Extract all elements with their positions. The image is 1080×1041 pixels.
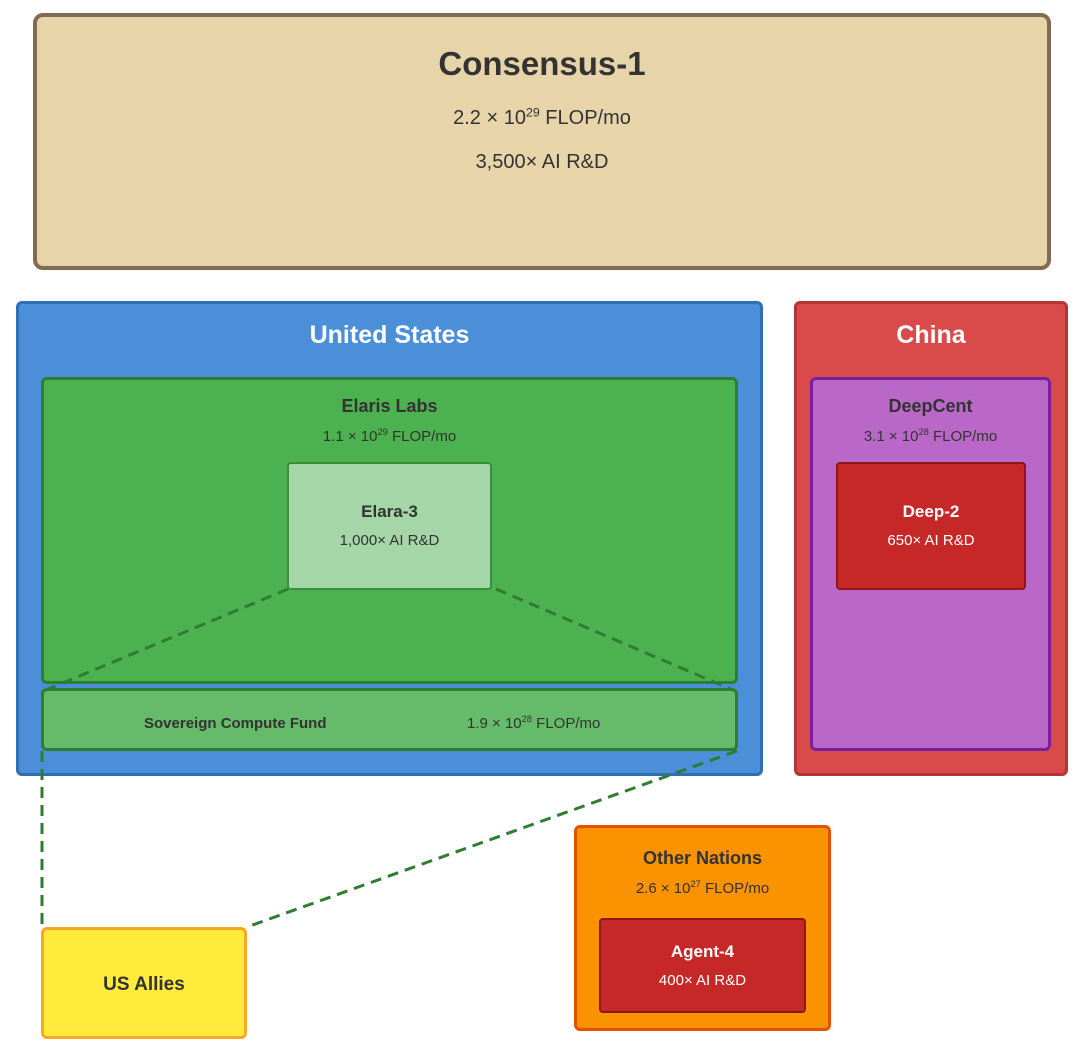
other-nations-title: Other Nations [642,848,762,868]
elara-3-title: Elara-3 [361,502,418,521]
consensus-1-title: Consensus-1 [438,45,646,82]
united-states-title: United States [309,321,470,349]
elara-3-rd: 1,000× AI R&D [339,532,440,549]
other-nations-compute: 2.6 × 1027 FLOP/mo [635,879,770,897]
connector-fund-right-allies [246,749,738,929]
china-title: China [896,321,966,349]
connector-elara-right [495,587,734,692]
us-allies-box: US Allies [41,927,247,1039]
elara-3-box: Elara-3 1,000× AI R&D [287,462,492,590]
deep-2-box: Deep-2 650× AI R&D [836,462,1026,590]
consensus-1-rd: 3,500× AI R&D [475,151,609,173]
elaris-labs-title: Elaris Labs [341,396,438,416]
deepcent-title: DeepCent [888,396,973,416]
deep-2-title: Deep-2 [902,502,960,521]
sovereign-compute-fund-box: Sovereign Compute Fund 1.9 × 1028 FLOP/m… [41,688,738,751]
deepcent-compute: 3.1 × 1028 FLOP/mo [863,427,998,445]
sovereign-compute-fund-title: Sovereign Compute Fund [144,715,327,732]
agent-4-box: Agent-4 400× AI R&D [599,918,806,1013]
connector-elara-left [45,587,289,692]
elaris-labs-compute: 1.1 × 1029 FLOP/mo [322,427,457,445]
agent-4-rd: 400× AI R&D [658,972,747,989]
us-allies-title: US Allies [103,974,185,995]
deep-2-rd: 650× AI R&D [887,532,975,549]
consensus-1-compute: 2.2 × 1029 FLOP/mo [453,105,631,129]
consensus-1-box: Consensus-1 2.2 × 1029 FLOP/mo 3,500× AI… [33,13,1051,270]
agent-4-title: Agent-4 [670,942,735,961]
sovereign-compute-fund-compute: 1.9 × 1028 FLOP/mo [467,714,601,732]
